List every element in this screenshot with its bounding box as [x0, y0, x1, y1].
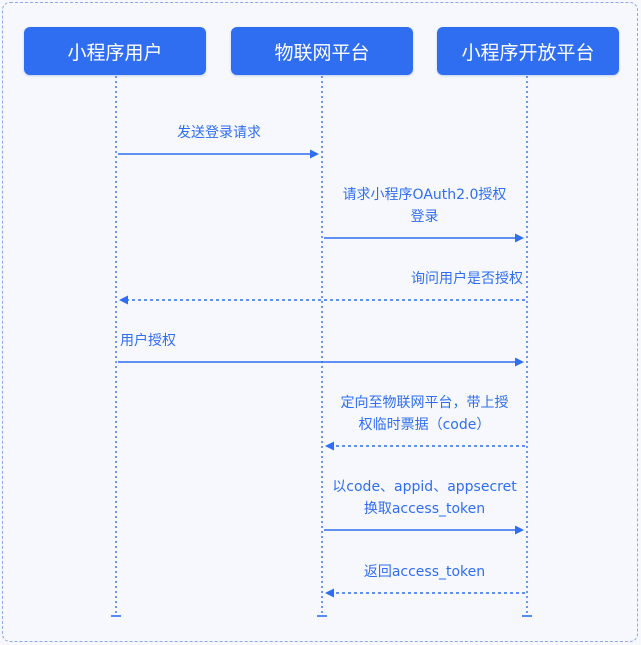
- message-label-line: 返回access_token: [363, 564, 486, 580]
- message-label-line: 权临时票据（code）: [358, 417, 491, 433]
- message-label-line: 发送登录请求: [177, 125, 261, 141]
- message-arrowhead-4: [515, 357, 524, 367]
- message-label-line: 询问用户是否授权: [411, 271, 523, 287]
- message-arrowhead-3: [119, 295, 128, 305]
- message-arrowhead-1: [310, 149, 319, 159]
- message-label-line: 换取access_token: [363, 501, 486, 517]
- message-label-6: 以code、appid、appsecret 换取access_token: [322, 476, 527, 520]
- message-label-1: 发送登录请求: [116, 122, 322, 144]
- message-label-line: 定向至物联网平台，带上授: [340, 395, 509, 411]
- message-label-2: 请求小程序OAuth2.0授权登录: [322, 184, 527, 228]
- message-arrowhead-5: [325, 441, 334, 451]
- message-label-line: 请求小程序OAuth2.0授权: [342, 187, 507, 203]
- message-arrowhead-6: [515, 525, 524, 535]
- message-label-line: 以code、appid、appsecret: [332, 479, 517, 495]
- message-label-4: 用户授权: [120, 330, 176, 352]
- message-label-7: 返回access_token: [322, 561, 527, 583]
- message-arrowhead-2: [515, 233, 524, 243]
- participant-mini-program-user: 小程序用户: [24, 27, 206, 75]
- message-arrowhead-7: [325, 588, 334, 598]
- participant-mini-program-open-platform: 小程序开放平台: [437, 27, 619, 75]
- message-label-5: 定向至物联网平台，带上授权临时票据（code）: [322, 392, 527, 436]
- message-label-line: 用户授权: [120, 333, 176, 349]
- message-label-3: 询问用户是否授权: [411, 268, 523, 290]
- participant-iot-platform: 物联网平台: [231, 27, 413, 75]
- message-label-line: 登录: [410, 209, 439, 225]
